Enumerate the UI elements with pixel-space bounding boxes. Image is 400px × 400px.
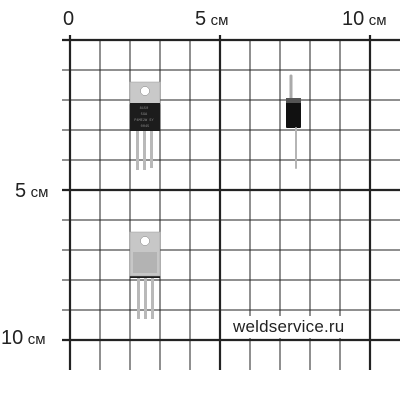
y-label-5cm: 5 см [15, 180, 49, 202]
transistor-2-leg [137, 275, 140, 319]
diode-body [286, 98, 301, 128]
diode-band [286, 98, 301, 103]
transistor-2-leg [144, 275, 147, 319]
transistor-1-leg [143, 130, 146, 170]
measurement-grid [62, 35, 400, 370]
transistor-2-tab-shade [133, 252, 157, 273]
x-label-0cm: 0 [63, 8, 75, 30]
transistor-1-marking: 8150 5GA P4ME2W SY 0045 [134, 107, 156, 129]
y-label-10cm: 10 см [1, 327, 46, 349]
transistor-1-body [130, 103, 160, 131]
watermark-text: weldservice.ru [230, 316, 348, 338]
transistor-1-leg [150, 130, 153, 168]
transistor-2-leg [151, 275, 154, 319]
transistor-2 [129, 231, 161, 319]
transistor-1-hole [140, 86, 150, 96]
x-label-5cm: 5 см [195, 8, 229, 30]
transistor-1-leg [136, 130, 139, 170]
x-label-10cm: 10 см [342, 8, 387, 30]
transistor-2-hole [140, 236, 150, 246]
diode [286, 74, 301, 169]
transistor-1: 8150 5GA P4ME2W SY 0045 [129, 81, 161, 170]
